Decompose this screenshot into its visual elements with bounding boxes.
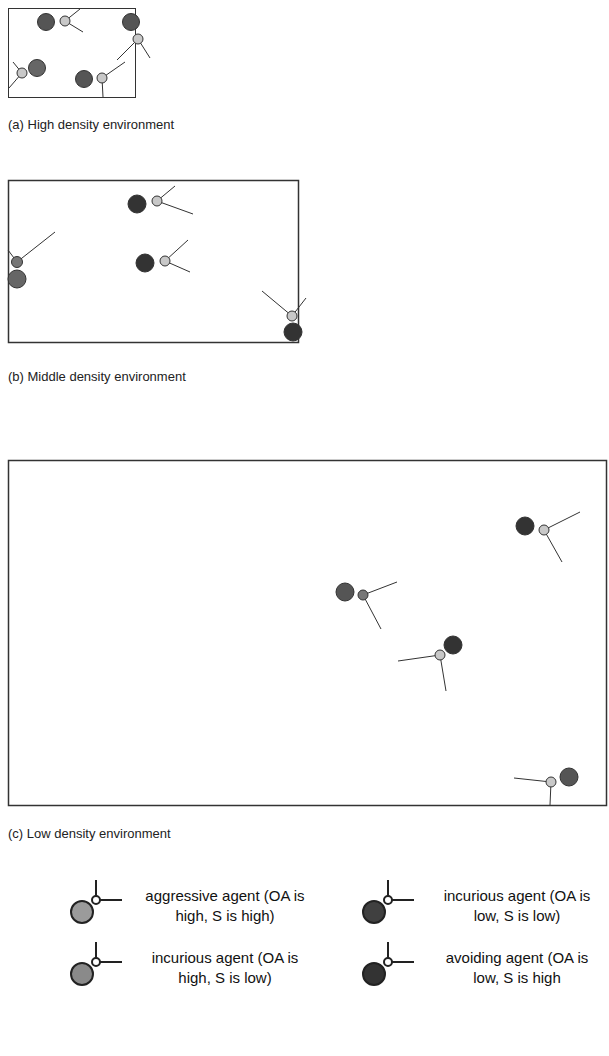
agent-symbol [76,62,126,97]
agent-symbol [336,582,397,629]
panel-frame [9,9,136,98]
agent-symbol [516,512,580,562]
legend-swatch [363,942,414,985]
legend-text: avoiding agent (OA is low, S is high [432,948,602,988]
legend-swatch [363,880,414,923]
agent-symbol [128,186,193,214]
panel-caption: (b) Middle density environment [8,369,186,384]
agent-symbol [38,9,84,32]
panel-frame [9,181,299,343]
agent-symbol [136,240,190,272]
agent-symbol [262,291,306,341]
agent-symbol [8,232,55,288]
agent-symbol [398,636,462,691]
agent-symbol [9,60,46,89]
agent-symbol [514,768,578,805]
panel-caption: (c) Low density environment [8,826,171,841]
panel-frame [9,461,607,806]
legend-text: incurious agent (OA is low, S is low) [432,886,602,926]
legend-swatch [71,942,122,985]
legend-text: aggressive agent (OA is high, S is high) [140,886,310,926]
panel-caption: (a) High density environment [8,117,174,132]
legend-swatch [71,880,122,923]
agent-symbol [117,14,150,61]
legend-text: incurious agent (OA is high, S is low) [140,948,310,988]
